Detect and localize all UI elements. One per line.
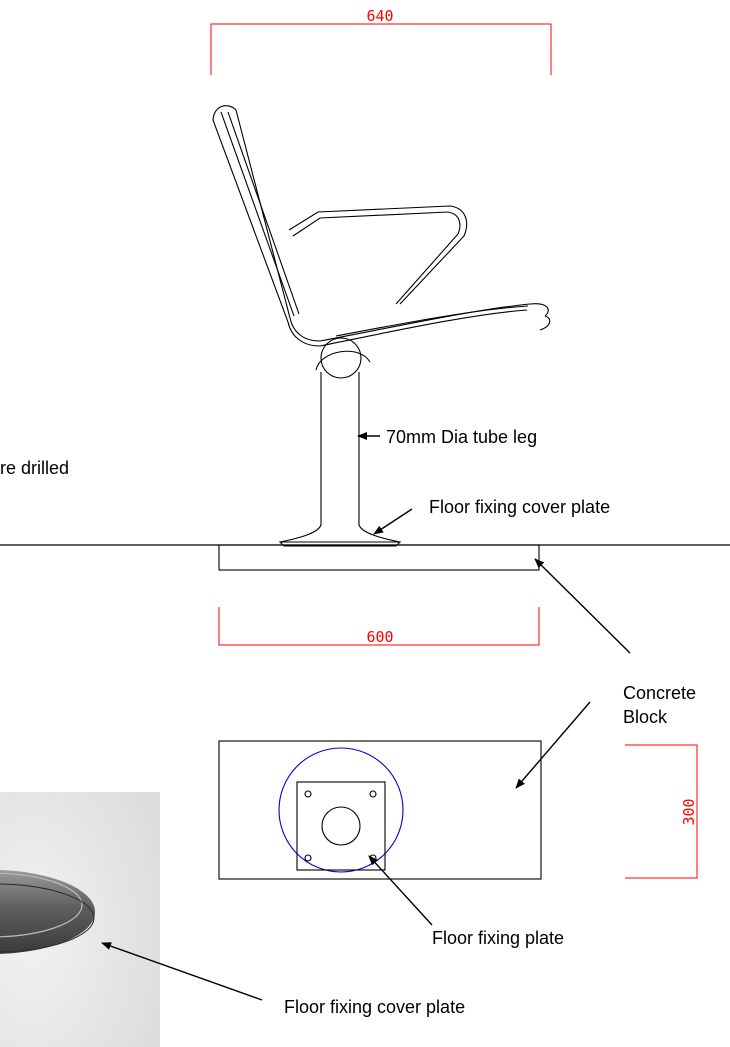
block-width-value: 300 — [680, 798, 698, 825]
cover-plate-outline — [278, 747, 404, 873]
concrete-block-label-line2: Block — [623, 707, 668, 727]
block-length-value: 600 — [366, 628, 393, 646]
callout-arrows — [101, 432, 631, 1001]
fixing-plate-label: Floor fixing plate — [432, 928, 564, 948]
concrete-block-plan — [218, 740, 542, 880]
block-width-dimension: 300 — [625, 744, 698, 879]
seat-width-dimension: 640 — [210, 7, 552, 75]
seat-width-value: 640 — [366, 7, 393, 25]
chair-elevation — [212, 105, 551, 547]
fixing-plate-square — [296, 781, 386, 871]
cover-plate-photo-label: Floor fixing cover plate — [284, 997, 465, 1017]
cropped-left-label: re drilled — [0, 458, 69, 478]
concrete-block-label-line1: Concrete — [623, 683, 696, 703]
tube-leg-label: 70mm Dia tube leg — [386, 427, 537, 447]
cover-plate-photo — [0, 792, 160, 1047]
block-length-dimension: 600 — [218, 607, 540, 646]
concrete-block-section — [218, 544, 540, 571]
cover-plate-top-label: Floor fixing cover plate — [429, 497, 610, 517]
